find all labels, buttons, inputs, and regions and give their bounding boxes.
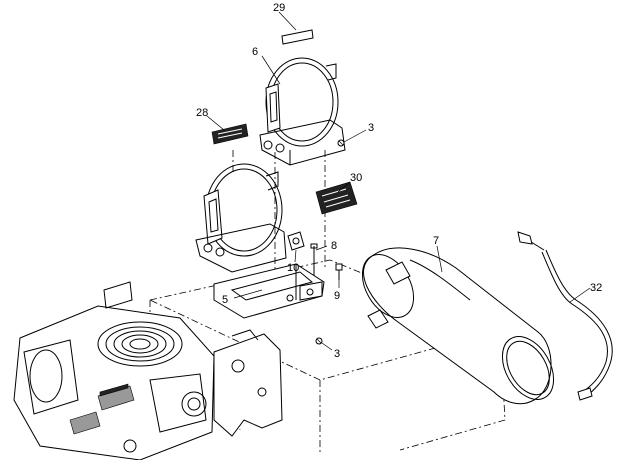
callout-3-upper: 3 <box>368 122 374 134</box>
decal-part-28 <box>211 123 249 145</box>
fuel-tank-part-7 <box>361 247 555 405</box>
callout-3-lower: 3 <box>334 348 340 360</box>
callout-30: 30 <box>350 172 362 184</box>
callout-labels: 29 6 28 3 30 7 8 10 9 5 32 3 <box>196 2 602 360</box>
callout-10: 10 <box>287 262 299 274</box>
clip-part-10 <box>287 231 305 251</box>
screw-part-3-upper <box>337 139 345 147</box>
leader-lines <box>206 11 591 351</box>
callout-29: 29 <box>273 2 285 14</box>
callout-6: 6 <box>252 46 258 58</box>
engine-assembly <box>13 281 215 460</box>
callout-8: 8 <box>331 240 337 252</box>
screw-part-3-lower <box>315 337 323 345</box>
callout-28: 28 <box>196 107 208 119</box>
frame-plate <box>213 329 283 437</box>
callout-7: 7 <box>433 235 439 247</box>
fuel-hose-part-32 <box>517 231 613 401</box>
callout-32: 32 <box>590 282 602 294</box>
bolt-part-8 <box>310 243 318 280</box>
callout-5: 5 <box>222 294 228 306</box>
upper-tank-strap-part-6 <box>259 57 346 166</box>
mounting-bracket-part-5 <box>213 263 325 319</box>
decal-part-30 <box>315 181 358 215</box>
decal-part-29 <box>281 29 314 45</box>
lower-tank-strap <box>195 163 287 273</box>
callout-9: 9 <box>334 290 340 302</box>
